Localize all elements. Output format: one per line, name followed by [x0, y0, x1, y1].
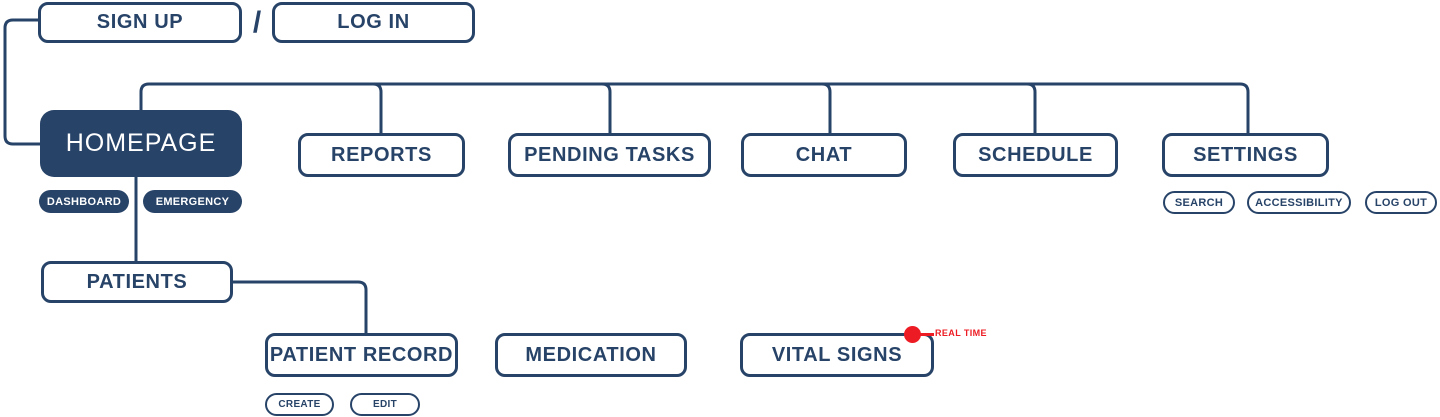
patient-record-node[interactable]: PATIENT RECORD [265, 333, 458, 377]
wire-drop-pending-tasks [601, 82, 612, 133]
signup-node[interactable]: SIGN UP [38, 2, 242, 43]
pending-tasks-node[interactable]: PENDING TASKS [508, 133, 711, 177]
wire-patients-to-patient-record [233, 280, 368, 333]
patients-node[interactable]: PATIENTS [41, 261, 233, 303]
badge-search[interactable]: SEARCH [1163, 191, 1235, 214]
auth-separator: / [252, 5, 262, 39]
badge-accessibility[interactable]: ACCESSIBILITY [1247, 191, 1351, 214]
badge-log-out[interactable]: LOG OUT [1365, 191, 1437, 214]
real-time-leader [919, 333, 934, 336]
wire-drop-reports [372, 82, 383, 133]
chat-node[interactable]: CHAT [741, 133, 907, 177]
badge-emergency[interactable]: EMERGENCY [143, 190, 242, 213]
badge-create[interactable]: CREATE [265, 393, 334, 416]
homepage-node[interactable]: HOMEPAGE [40, 110, 242, 177]
real-time-label: REAL TIME [935, 328, 987, 338]
real-time-dot [904, 326, 921, 343]
settings-node[interactable]: SETTINGS [1162, 133, 1329, 177]
login-node[interactable]: LOG IN [272, 2, 475, 43]
vital-signs-node[interactable]: VITAL SIGNS [740, 333, 934, 377]
wire-signup-to-homepage [3, 18, 40, 146]
wire-homepage-to-settings-bar [139, 82, 1250, 133]
reports-node[interactable]: REPORTS [298, 133, 465, 177]
schedule-node[interactable]: SCHEDULE [953, 133, 1118, 177]
medication-node[interactable]: MEDICATION [495, 333, 687, 377]
wire-drop-schedule [1026, 82, 1037, 133]
wire-drop-chat [821, 82, 832, 133]
badge-edit[interactable]: EDIT [350, 393, 420, 416]
badge-dashboard[interactable]: DASHBOARD [39, 190, 129, 213]
